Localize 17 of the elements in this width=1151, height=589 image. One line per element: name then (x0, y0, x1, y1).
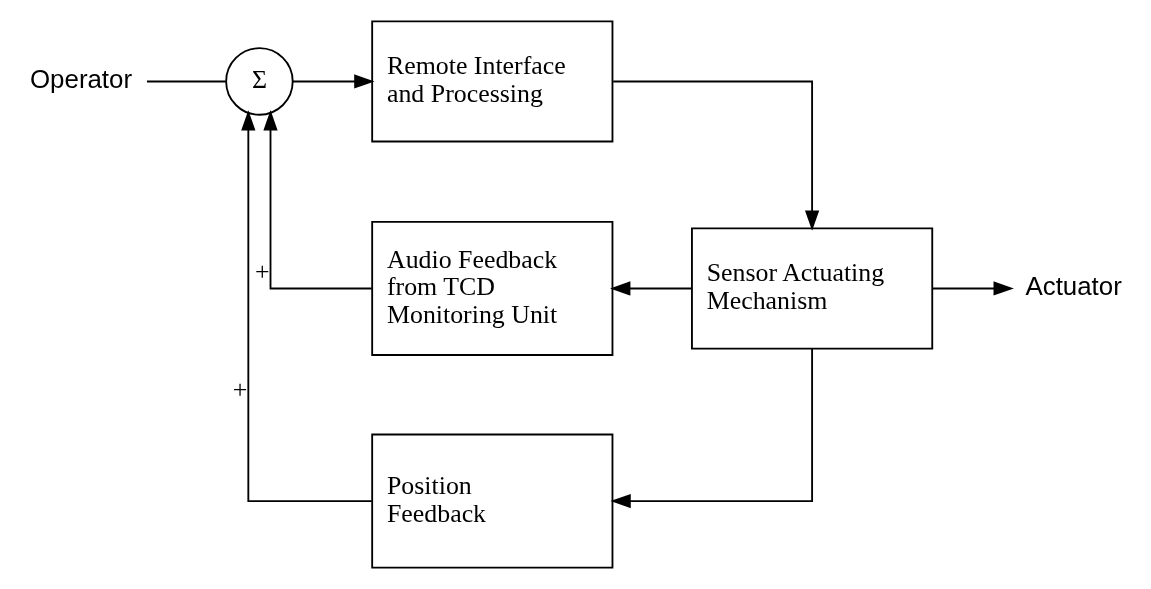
arrow (291, 74, 375, 89)
edge-label: + (232, 374, 248, 404)
arrow (241, 110, 373, 502)
arrow (610, 347, 814, 509)
arrow (612, 80, 820, 231)
node-text: Operator (30, 65, 133, 94)
node-box: Sensor Actuating Mechanism (691, 227, 934, 350)
arrow (263, 110, 373, 290)
node-text: Actuator (1025, 272, 1122, 301)
arrow (932, 281, 1014, 296)
node-box: Audio Feedback from TCD Monitoring Unit (371, 221, 614, 356)
node-box: Position Feedback (371, 433, 614, 569)
node-box: Remote Interface and Processing (371, 20, 614, 143)
arrow (610, 281, 693, 296)
edge-label: + (254, 257, 270, 287)
node-circle: Σ (225, 47, 294, 116)
connector (146, 80, 227, 83)
